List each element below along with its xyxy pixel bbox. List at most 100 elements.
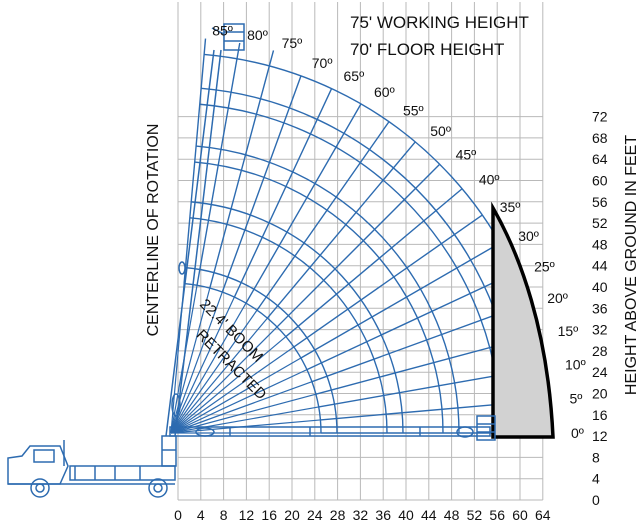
angle-label: 40º bbox=[479, 172, 500, 188]
y-tick-label: 40 bbox=[592, 279, 608, 295]
x-tick-label: 20 bbox=[284, 507, 300, 523]
angle-label: 10º bbox=[565, 357, 586, 373]
y-tick-label: 44 bbox=[592, 258, 608, 274]
right-axis-title: HEIGHT ABOVE GROUND IN FEET bbox=[623, 135, 640, 395]
x-tick-label: 56 bbox=[489, 507, 505, 523]
x-tick-label: 64 bbox=[535, 507, 551, 523]
y-tick-label: 48 bbox=[592, 236, 608, 252]
reach-arc bbox=[194, 161, 444, 434]
boom-angle-line-inner bbox=[170, 346, 295, 434]
y-tick-label: 32 bbox=[592, 322, 608, 338]
angle-label: 60º bbox=[374, 84, 395, 100]
x-tick-label: 12 bbox=[239, 507, 255, 523]
x-tick-label: 28 bbox=[330, 507, 346, 523]
y-tick-label: 4 bbox=[592, 471, 600, 487]
grid bbox=[177, 2, 544, 501]
boom-angle-line-inner bbox=[170, 309, 258, 434]
boom-angle-line bbox=[266, 141, 416, 319]
angle-label: 80º bbox=[247, 27, 268, 43]
y-tick-label: 68 bbox=[592, 130, 608, 146]
angle-label: 45º bbox=[456, 146, 477, 162]
y-tick-label: 28 bbox=[592, 343, 608, 359]
angle-label: 35º bbox=[500, 199, 521, 215]
angle-label: 25º bbox=[534, 258, 555, 274]
boom-angle-line bbox=[233, 88, 333, 298]
boom-angle-line bbox=[306, 271, 516, 371]
angle-label: 65º bbox=[344, 68, 365, 84]
boom-angle-line bbox=[196, 42, 241, 286]
reach-envelope bbox=[491, 201, 555, 439]
angle-label: 85º bbox=[212, 23, 233, 39]
boom-angle-line bbox=[285, 188, 463, 338]
x-tick-label: 0 bbox=[174, 507, 182, 523]
reach-lines bbox=[170, 38, 552, 434]
x-tick-label: 52 bbox=[467, 507, 483, 523]
x-tick-label: 44 bbox=[421, 507, 437, 523]
angle-label: 0º bbox=[571, 425, 584, 441]
boom-angle-line bbox=[276, 163, 441, 328]
boom-angle-line bbox=[183, 38, 207, 284]
y-tick-label: 0 bbox=[592, 492, 600, 508]
boom-angle-line bbox=[209, 50, 275, 289]
angle-label: 20º bbox=[547, 290, 568, 306]
reach-arc bbox=[189, 217, 388, 434]
boom-angle-line-inner bbox=[170, 369, 308, 434]
boom-angle-line-inner bbox=[170, 381, 313, 434]
boom-angle-line bbox=[300, 242, 501, 359]
y-tick-label: 36 bbox=[592, 300, 608, 316]
boom-angle-line bbox=[256, 121, 390, 311]
y-tick-label: 64 bbox=[592, 151, 608, 167]
boom-angle-line-inner bbox=[170, 357, 302, 434]
x-tick-label: 32 bbox=[353, 507, 369, 523]
x-tick-label: 8 bbox=[220, 507, 228, 523]
boom-angle-line-inner bbox=[170, 296, 235, 434]
utility-truck-icon bbox=[7, 435, 177, 498]
x-tick-label: 24 bbox=[307, 507, 323, 523]
angle-label: 50º bbox=[430, 123, 451, 139]
y-tick-label: 20 bbox=[592, 386, 608, 402]
reach-arc bbox=[196, 145, 460, 434]
x-tick-label: 60 bbox=[512, 507, 528, 523]
boom-angle-line bbox=[221, 75, 302, 293]
x-tick-label: 40 bbox=[398, 507, 414, 523]
boom-angle-line-inner bbox=[170, 336, 287, 434]
vertical-boom bbox=[165, 49, 222, 437]
boom-angle-line-inner bbox=[170, 326, 278, 434]
y-tick-label: 24 bbox=[592, 364, 608, 380]
angle-label: 75º bbox=[282, 35, 303, 51]
x-tick-label: 4 bbox=[197, 507, 205, 523]
x-tick-label: 48 bbox=[444, 507, 460, 523]
floor-height-label: 70' FLOOR HEIGHT bbox=[350, 40, 504, 59]
platform-horizontal bbox=[476, 415, 496, 441]
reach-arc bbox=[185, 266, 338, 434]
working-height-label: 75' WORKING HEIGHT bbox=[350, 13, 529, 32]
y-tick-label: 72 bbox=[592, 109, 608, 125]
angle-label: 70º bbox=[312, 55, 333, 71]
y-tick-label: 52 bbox=[592, 215, 608, 231]
boom-angle-line bbox=[245, 103, 362, 304]
x-tick-label: 36 bbox=[375, 507, 391, 523]
y-tick-label: 8 bbox=[592, 449, 600, 465]
boom-angle-line-inner bbox=[170, 302, 247, 434]
reach-arc bbox=[184, 282, 322, 434]
boom-angle-line-inner bbox=[170, 406, 319, 434]
x-tick-label: 16 bbox=[261, 507, 277, 523]
y-tick-label: 56 bbox=[592, 194, 608, 210]
angle-label: 55º bbox=[403, 102, 424, 118]
centerline-label: CENTERLINE OF ROTATION bbox=[145, 124, 162, 337]
y-tick-label: 16 bbox=[592, 407, 608, 423]
y-tick-label: 12 bbox=[592, 428, 608, 444]
boom-angle-line-inner bbox=[170, 317, 268, 434]
boom-angle-line bbox=[293, 214, 483, 348]
angle-label: 30º bbox=[518, 228, 539, 244]
angle-label: 5º bbox=[570, 391, 583, 407]
boom-angle-line-inner bbox=[170, 287, 211, 434]
reach-arc bbox=[191, 201, 404, 434]
angle-label: 15º bbox=[558, 323, 579, 339]
y-tick-label: 60 bbox=[592, 173, 608, 189]
platform-elevated bbox=[211, 23, 245, 51]
